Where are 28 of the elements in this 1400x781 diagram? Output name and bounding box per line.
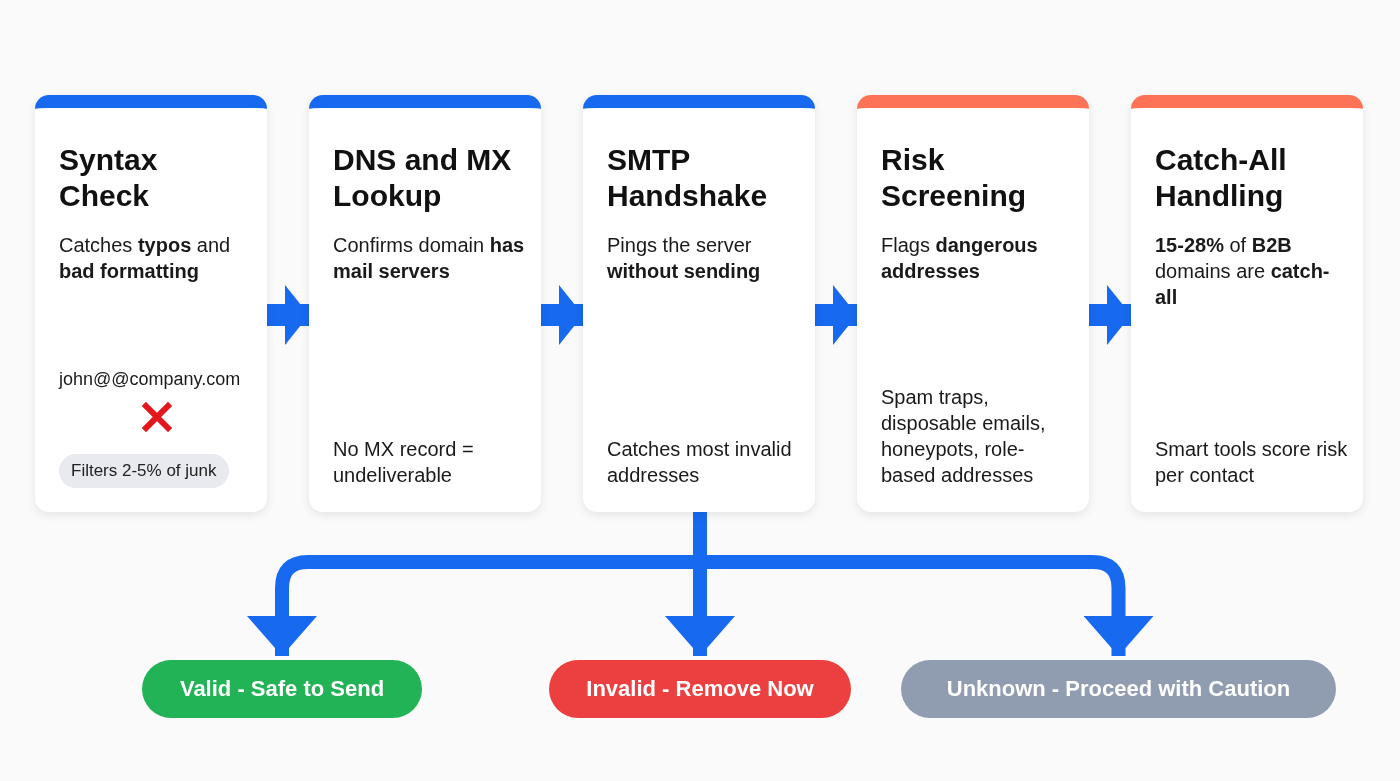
outcome-pill: Valid - Safe to Send [142, 660, 422, 718]
card-title: DNS and MX Lookup [333, 142, 513, 214]
card-title: Catch-All Handling [1155, 142, 1288, 214]
outcome-pill: Unknown - Proceed with Caution [901, 660, 1336, 718]
card-description: Confirms domain has mail servers [333, 233, 526, 284]
step-card [857, 95, 1089, 512]
flow-arrow [815, 285, 857, 345]
card-description: 15-28% of B2B domains are catch-all [1155, 233, 1331, 310]
card-detail: No MX record = undeliverable [333, 437, 475, 488]
outcome-pill: Invalid - Remove Now [549, 660, 851, 718]
card-detail: Catches most invalid addresses [607, 437, 793, 488]
step-card [35, 95, 267, 512]
card-title: Syntax Check [59, 142, 159, 214]
step-card [309, 95, 541, 512]
card-detail: Spam traps, disposable emails, honeypots, role-based addresses [881, 385, 1047, 488]
step-card [1131, 95, 1363, 512]
card-description: Flags dangerous addresses [881, 233, 1039, 284]
flow-arrow [267, 285, 309, 345]
stat-badge: Filters 2-5% of junk [59, 454, 229, 488]
card-description: Pings the server without sending [607, 233, 762, 284]
step-card [583, 95, 815, 512]
card-title: Risk Screening [881, 142, 1028, 214]
card-title: SMTP Handshake [607, 142, 769, 214]
flow-arrow [1089, 285, 1131, 345]
example-email: john@@company.com [59, 369, 242, 390]
card-description: Catches typos and bad formatting [59, 233, 232, 284]
flow-arrow [541, 285, 583, 345]
card-detail: Smart tools score risk per contact [1155, 437, 1349, 488]
